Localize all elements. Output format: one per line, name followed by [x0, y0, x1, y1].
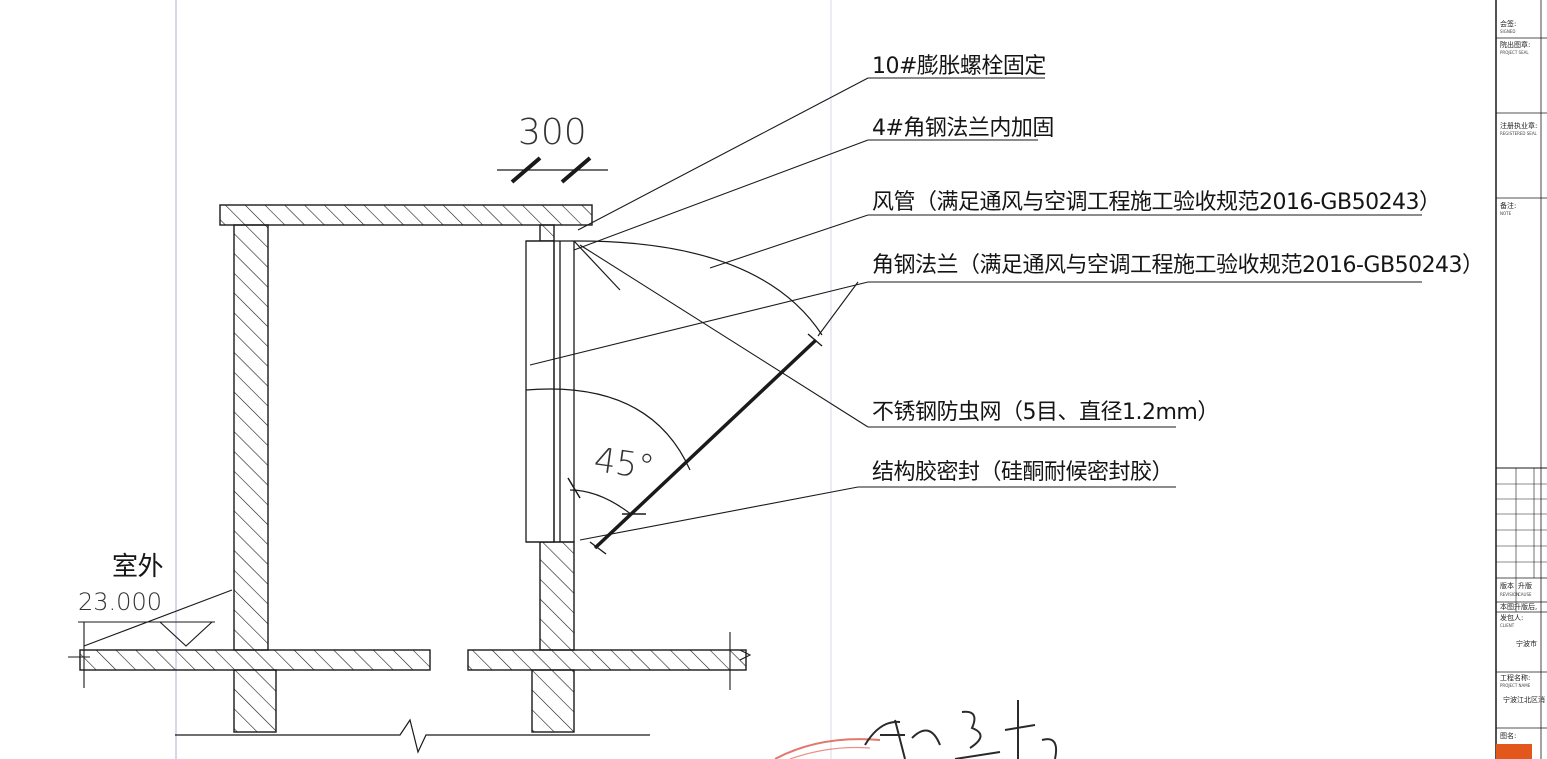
outdoor-label: 室外 [112, 552, 164, 582]
tb-reason: 升版 [1518, 582, 1532, 590]
duct-elbow [525, 240, 823, 471]
right-wall-upper [539, 224, 555, 242]
vent-opening [525, 240, 575, 543]
tb-notes-en: NOTE [1500, 211, 1512, 216]
label-expansion-bolt: 10#膨胀螺栓固定 [872, 54, 1046, 79]
floor-slab-left [79, 649, 431, 671]
tb-revision-en: REVISION [1500, 592, 1520, 597]
angle-arc [569, 489, 633, 516]
label-angle-flange: 角钢法兰（满足通风与空调工程施工验收规范2016-GB50243） [872, 253, 1484, 278]
label-angle-flange-reinforce: 4#角钢法兰内加固 [872, 116, 1054, 141]
signature [864, 700, 1058, 759]
tb-countersign: 会签: [1500, 20, 1517, 28]
angle-label: 45° [591, 440, 657, 488]
tb-seal: 院出图章: [1500, 41, 1531, 49]
tb-reg-seal-en: REGISTERED SEAL [1500, 131, 1537, 136]
lower-column-left [233, 669, 277, 733]
tb-revision-note: 本图升版后, [1500, 603, 1538, 611]
tb-client-en: CLIENT [1500, 623, 1515, 628]
label-sealant: 结构胶密封（硅酮耐候密封胶） [872, 460, 1174, 485]
tb-reason-en: CAUSE [1518, 592, 1532, 597]
lower-column-right [531, 669, 575, 733]
logo-mark [1496, 744, 1532, 759]
label-insect-screen: 不锈钢防虫网（5目、直径1.2mm） [872, 400, 1219, 425]
tb-project-name: 宁波江北区消 [1503, 696, 1545, 704]
break-line [175, 718, 650, 754]
tb-notes: 备注: [1500, 202, 1517, 210]
dimension-300 [497, 156, 608, 184]
tb-project: 工程名称: [1500, 674, 1531, 682]
floor-slab-right [467, 649, 747, 671]
tb-countersign-en: SIGNED [1500, 29, 1516, 34]
wall-structure [79, 204, 747, 733]
roof-slab [219, 204, 593, 226]
leader-lines [529, 77, 1422, 541]
left-wall [233, 224, 269, 651]
tb-seal-en: PROJECT SEAL [1500, 50, 1529, 55]
tb-client-name: 宁波市 [1516, 640, 1537, 648]
elevation-label: 23.000 [78, 588, 162, 616]
elevation-marker [68, 589, 752, 690]
right-wall-lower [539, 541, 575, 651]
tb-drawing: 图名: [1500, 732, 1517, 740]
title-block [1495, 0, 1547, 759]
sheet-border [175, 0, 832, 759]
label-duct: 风管（满足通风与空调工程施工验收规范2016-GB50243） [872, 190, 1441, 215]
stamp-fragment [774, 738, 881, 759]
dimension-300-label: 300 [518, 112, 587, 153]
tb-project-en: PROJECT NAME [1500, 683, 1531, 688]
tb-revision: 版本 [1500, 582, 1514, 590]
tb-client: 发包人: [1500, 614, 1524, 622]
tb-reg-seal: 注册执业章: [1500, 122, 1538, 130]
